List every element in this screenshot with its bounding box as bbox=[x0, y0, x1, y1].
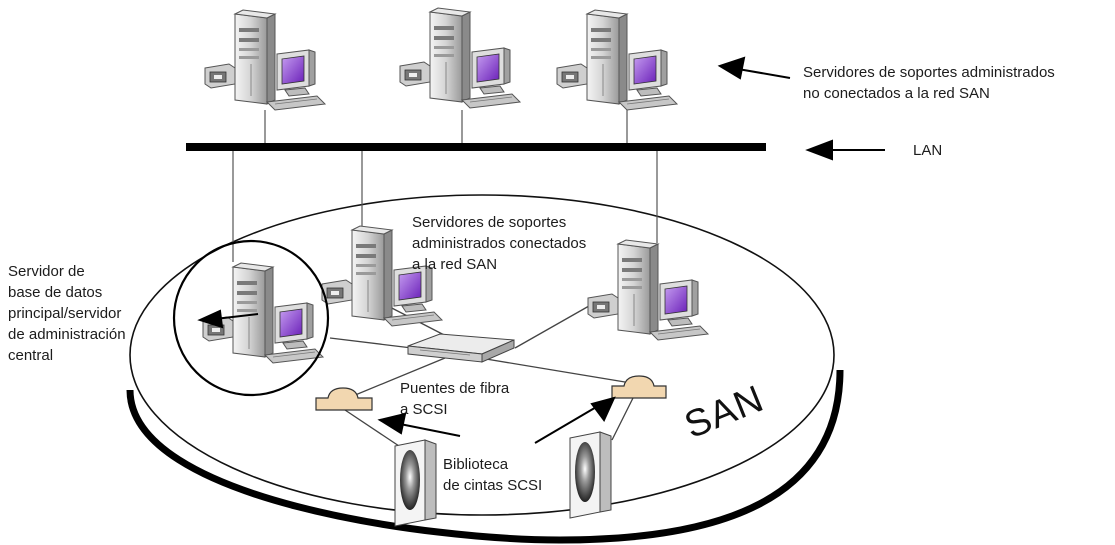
tape-library-1-icon bbox=[394, 439, 437, 527]
san-ellipse-shadow bbox=[126, 369, 844, 544]
link-master-switch bbox=[329, 337, 413, 349]
san-servers-label: Servidores de soportes administrados con… bbox=[412, 214, 587, 273]
arrow-bridge-2-head bbox=[590, 396, 616, 422]
link-bridge-library-2 bbox=[611, 393, 636, 441]
tape-library-2-icon bbox=[569, 431, 612, 519]
arrow-master-server bbox=[214, 313, 259, 320]
bridge-1-icon bbox=[315, 387, 373, 411]
bridge-2-icon bbox=[611, 375, 667, 399]
link-switch-bridge-1 bbox=[347, 357, 446, 399]
arrow-offsan-head bbox=[717, 56, 746, 80]
link-switch-bridge-2 bbox=[479, 357, 626, 383]
arrow-lan-head bbox=[805, 139, 833, 161]
master-server-label: Servidor de base de datos principal/serv… bbox=[8, 263, 126, 364]
arrow-bridge-1-head bbox=[377, 412, 407, 435]
arrow-master-head bbox=[197, 309, 224, 329]
offsan-server-3-icon bbox=[556, 9, 678, 111]
switch-icon bbox=[407, 333, 515, 363]
tape-library-label: Biblioteca de cintas SCSI bbox=[443, 456, 543, 494]
offsan-server-1-icon bbox=[204, 9, 326, 111]
arrow-offsan-servers bbox=[737, 68, 791, 79]
master-server-highlight bbox=[172, 239, 330, 397]
link-bridge-library-1 bbox=[344, 409, 406, 451]
arrow-library-bridge-1 bbox=[399, 423, 461, 437]
arrow-library-bridge-2 bbox=[534, 405, 599, 444]
lan-bar bbox=[186, 143, 766, 151]
offsan-servers-label: Servidores de soportes administrados no … bbox=[803, 64, 1055, 102]
offsan-server-2-icon bbox=[399, 7, 521, 109]
bridges-label: Puentes de fibra a SCSI bbox=[400, 380, 510, 418]
lan-label: LAN bbox=[913, 142, 943, 159]
link-san2-switch bbox=[514, 301, 597, 349]
